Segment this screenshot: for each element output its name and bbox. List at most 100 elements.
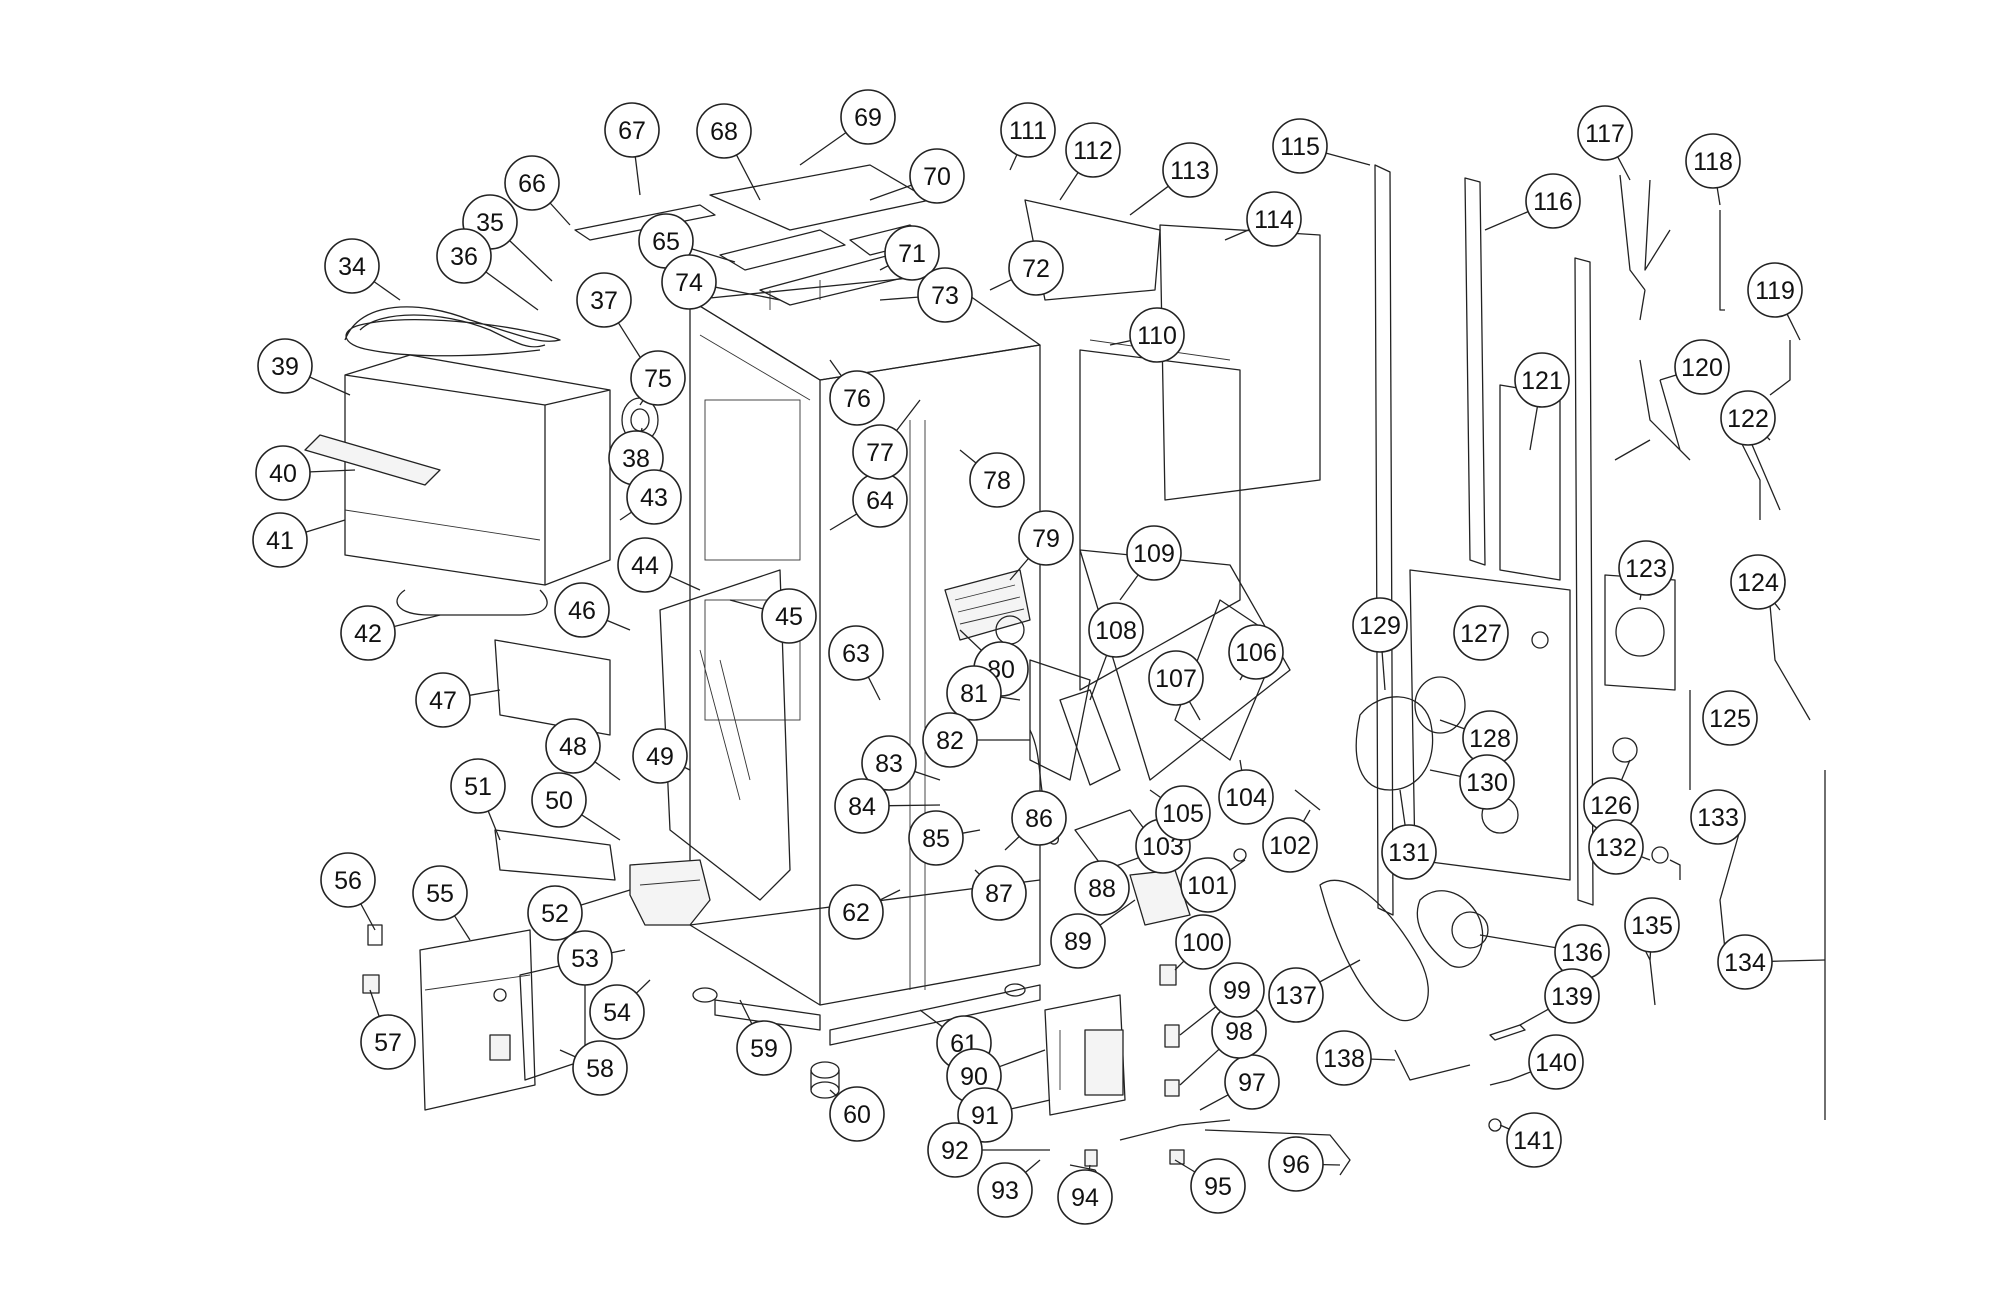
callout-circle — [320, 852, 376, 908]
leader-line-55 — [453, 915, 471, 941]
callout-circle — [252, 512, 308, 568]
callout-120: 120 — [1674, 339, 1730, 395]
callout-label: 93 — [991, 1177, 1019, 1205]
callout-circle — [1528, 1034, 1584, 1090]
leader-line-81 — [1000, 696, 1021, 701]
callout-label: 46 — [568, 597, 596, 625]
callout-76: 76 — [829, 370, 885, 426]
callout-107: 107 — [1148, 650, 1204, 706]
callout-circle — [971, 865, 1027, 921]
callout-label: 43 — [640, 484, 668, 512]
callout-circle — [1190, 1158, 1246, 1214]
leader-line-60 — [829, 1089, 838, 1097]
callout-123: 123 — [1618, 540, 1674, 596]
callout-label: 105 — [1162, 800, 1204, 828]
callout-label: 138 — [1323, 1045, 1365, 1073]
callout-label: 98 — [1225, 1018, 1253, 1046]
callout-circle — [1352, 597, 1408, 653]
callout-97: 97 — [1224, 1054, 1280, 1110]
callout-label: 113 — [1170, 157, 1210, 185]
leader-line-90 — [999, 1049, 1046, 1068]
callout-circle — [1588, 819, 1644, 875]
callout-circle — [1209, 962, 1265, 1018]
callout-circle — [415, 672, 471, 728]
callout-label: 77 — [866, 439, 894, 467]
callout-label: 81 — [960, 680, 988, 708]
leader-line-48 — [594, 761, 621, 781]
callout-102: 102 — [1262, 817, 1318, 873]
callout-label: 100 — [1182, 929, 1224, 957]
callout-label: 78 — [983, 467, 1011, 495]
callout-label: 130 — [1466, 769, 1508, 797]
leader-line-113 — [1129, 185, 1169, 216]
callout-circle — [1577, 105, 1633, 161]
callout-circle — [527, 885, 583, 941]
callout-label: 95 — [1204, 1173, 1232, 1201]
callout-82: 82 — [922, 712, 978, 768]
callout-label: 70 — [923, 163, 951, 191]
leader-line-105 — [1149, 789, 1162, 799]
leader-line-135 — [1649, 951, 1652, 961]
leader-line-69 — [799, 132, 847, 166]
callout-105: 105 — [1155, 785, 1211, 841]
callout-86: 86 — [1011, 790, 1067, 846]
callout-141: 141 — [1506, 1112, 1562, 1168]
callout-label: 131 — [1388, 839, 1430, 867]
callout-84: 84 — [834, 778, 890, 834]
callout-label: 68 — [710, 118, 738, 146]
callout-100: 100 — [1175, 914, 1231, 970]
callout-circle — [1008, 240, 1064, 296]
leader-line-132 — [1640, 855, 1651, 861]
callout-label: 72 — [1022, 255, 1050, 283]
leader-line-42 — [394, 614, 441, 628]
callout-label: 38 — [622, 445, 650, 473]
callout-circle — [1702, 690, 1758, 746]
callout-circle — [1126, 525, 1182, 581]
leader-line-62 — [879, 889, 901, 901]
callout-label: 116 — [1533, 188, 1573, 216]
callout-71: 71 — [884, 225, 940, 281]
leader-line-67 — [634, 156, 641, 196]
callout-73: 73 — [917, 267, 973, 323]
callout-label: 89 — [1064, 928, 1092, 956]
callout-127: 127 — [1453, 605, 1509, 661]
callout-label: 48 — [559, 733, 587, 761]
callout-110: 110 — [1129, 307, 1185, 363]
callout-37: 37 — [576, 272, 632, 328]
callout-106: 106 — [1228, 624, 1284, 680]
leader-line-130 — [1429, 769, 1461, 778]
callout-label: 104 — [1225, 784, 1267, 812]
callout-label: 37 — [590, 287, 618, 315]
callout-96: 96 — [1268, 1136, 1324, 1192]
leader-line-109 — [1119, 574, 1139, 601]
callout-47: 47 — [415, 672, 471, 728]
callout-43: 43 — [626, 469, 682, 525]
leader-line-76 — [829, 359, 842, 377]
leader-line-41 — [305, 519, 346, 533]
leader-line-56 — [360, 903, 376, 931]
callout-label: 87 — [985, 880, 1013, 908]
callout-label: 75 — [644, 365, 672, 393]
leader-line-66 — [549, 202, 571, 226]
callout-circle — [1747, 262, 1803, 318]
callout-label: 91 — [971, 1102, 999, 1130]
callout-label: 106 — [1235, 639, 1277, 667]
callout-label: 121 — [1521, 367, 1563, 395]
callout-label: 45 — [775, 603, 803, 631]
callout-label: 141 — [1513, 1127, 1555, 1155]
callout-circle — [736, 1020, 792, 1076]
callout-50: 50 — [531, 772, 587, 828]
callout-circle — [927, 1122, 983, 1178]
callout-circle — [554, 582, 610, 638]
heating-element-coil — [344, 306, 561, 357]
callout-label: 74 — [675, 269, 703, 297]
base-rails — [692, 983, 1041, 1099]
leader-line-91 — [1011, 1099, 1051, 1110]
callout-circle — [828, 625, 884, 681]
callout-circle — [632, 728, 688, 784]
callout-circle — [1674, 339, 1730, 395]
callout-circle — [1514, 352, 1570, 408]
callout-label: 96 — [1282, 1151, 1310, 1179]
callout-label: 115 — [1280, 133, 1320, 161]
callout-circle — [840, 89, 896, 145]
